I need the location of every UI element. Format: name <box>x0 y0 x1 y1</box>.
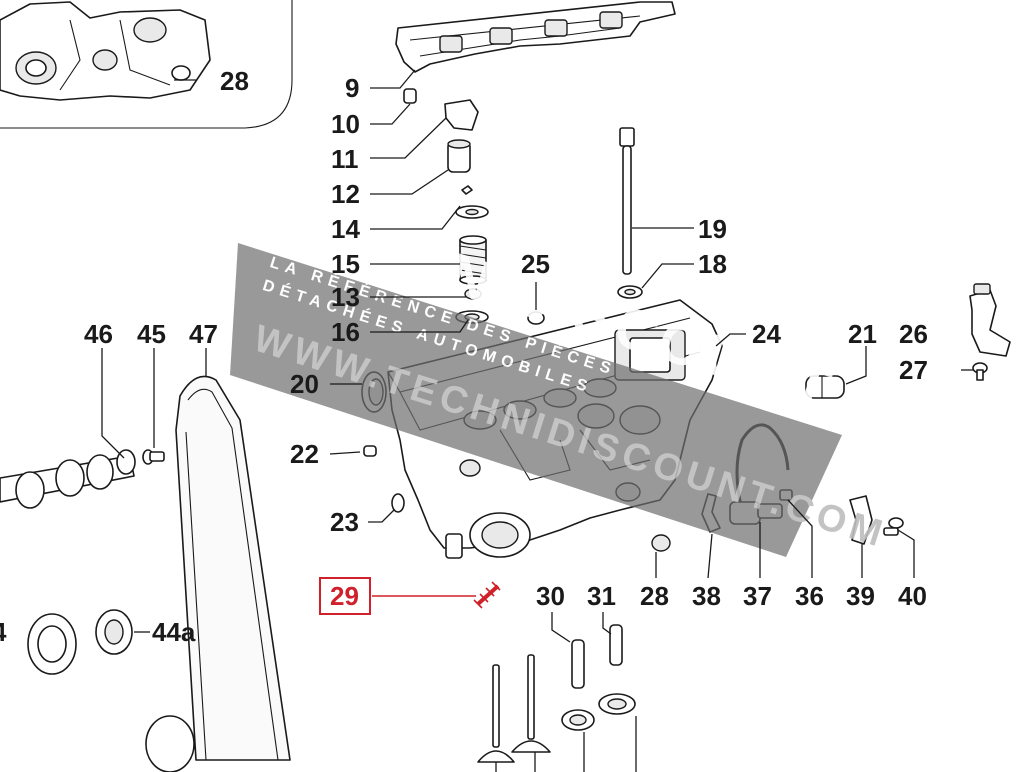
callout-20: 20 <box>290 369 319 399</box>
callout-23: 23 <box>330 507 359 537</box>
part-9-rocker-cover <box>395 1 676 73</box>
callout-29-highlighted: 29 <box>330 581 359 611</box>
callout-28-top: 28 <box>220 66 249 96</box>
plug-part-28a <box>171 65 191 81</box>
valves-and-guides <box>477 624 636 763</box>
part-45-bolt <box>142 449 165 465</box>
part-39-bracket <box>849 495 873 545</box>
callout-28-bottom: 28 <box>640 581 669 611</box>
part-44-bearing <box>27 613 77 675</box>
part-28-plug <box>651 534 671 552</box>
callout-21: 21 <box>848 319 877 349</box>
belt-pulley <box>145 715 195 772</box>
callout-45: 45 <box>137 319 166 349</box>
callout-19: 19 <box>698 214 727 244</box>
callout-46: 46 <box>84 319 113 349</box>
leader-lines <box>101 69 973 772</box>
callout-47: 47 <box>189 319 218 349</box>
callout-12: 12 <box>331 179 360 209</box>
callout-11: 11 <box>331 144 359 174</box>
callout-9: 9 <box>345 73 359 103</box>
part-26-sensor <box>969 283 1011 357</box>
callout-39: 39 <box>846 581 875 611</box>
callout-44a: 44a <box>152 617 196 647</box>
callout-15: 15 <box>331 249 360 279</box>
callout-14: 14 <box>331 214 360 244</box>
camshaft <box>0 449 136 509</box>
callout-18: 18 <box>698 249 727 279</box>
valve-train-stack <box>403 88 489 324</box>
part-40-bolt <box>883 517 904 536</box>
callout-44-partial: 4 <box>0 617 7 647</box>
part-29-highlighted <box>473 581 501 609</box>
part-23-o-ring <box>391 493 405 513</box>
callout-31: 31 <box>587 581 616 611</box>
part-25-seal <box>527 311 545 325</box>
callout-30: 30 <box>536 581 565 611</box>
part-47-timing-belt <box>175 375 291 761</box>
part-44a-bearing <box>95 609 133 655</box>
callout-16: 16 <box>331 317 360 347</box>
callout-37: 37 <box>743 581 772 611</box>
callout-26: 26 <box>899 319 928 349</box>
part-19-head-bolt <box>617 127 643 299</box>
callout-38: 38 <box>692 581 721 611</box>
callout-24: 24 <box>752 319 781 349</box>
part-21-sleeve <box>805 375 845 399</box>
callout-25: 25 <box>521 249 550 279</box>
part-22-plug <box>363 445 377 457</box>
callout-13: 13 <box>331 282 360 312</box>
callout-22: 22 <box>290 439 319 469</box>
callout-10: 10 <box>331 109 360 139</box>
callout-40: 40 <box>898 581 927 611</box>
callout-29-frame <box>319 577 371 615</box>
callout-27: 27 <box>899 355 928 385</box>
part-27-bolt <box>972 362 988 381</box>
callout-36: 36 <box>795 581 824 611</box>
inset-panel <box>0 0 293 129</box>
callout-labels: 28 9 10 11 12 14 15 13 16 19 18 25 24 21… <box>0 66 928 647</box>
